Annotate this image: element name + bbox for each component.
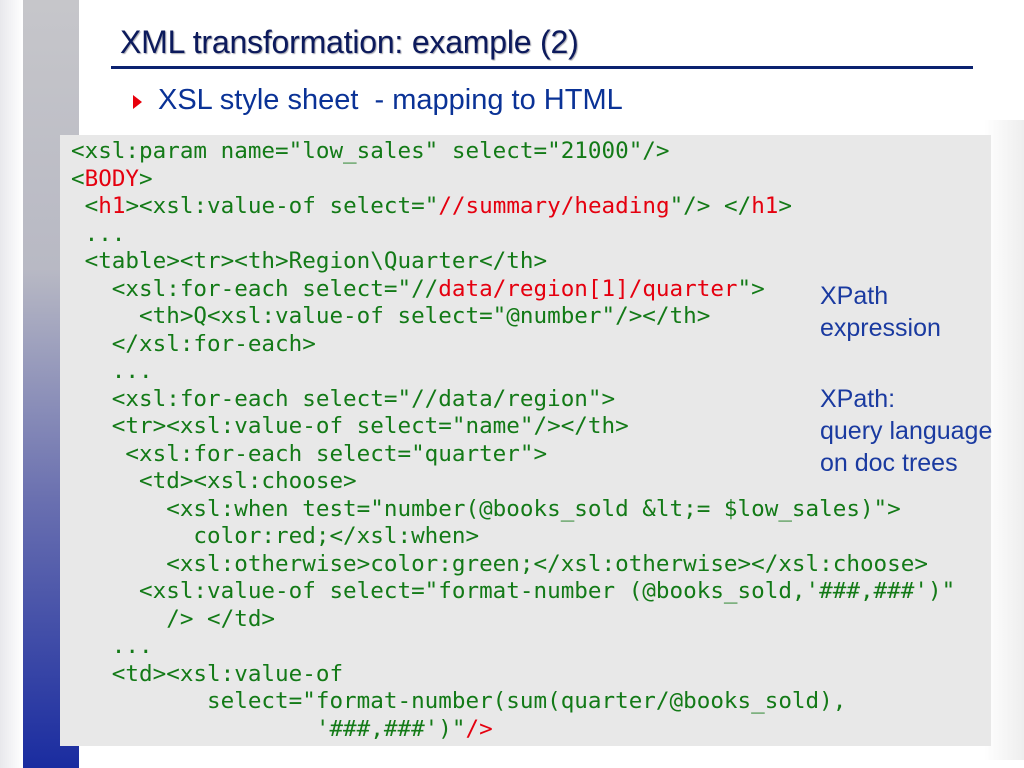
xsl-code: <xsl:param name="low_sales" select="2100… [71,138,955,743]
code-text: <xsl:otherwise>color:green;</xsl:otherwi… [71,550,928,577]
code-text: <xsl:for-each select="//data/region"> [71,385,616,412]
code-text: '###,###')" [71,715,466,742]
code-highlight: BODY [84,165,140,192]
code-line: <th>Q<xsl:value-of select="@number"/></t… [71,303,955,331]
code-line: <xsl:value-of select="format-number (@bo… [71,578,955,606]
left-fade-decoration [0,0,23,768]
code-line: /> </td> [71,606,955,634]
note-line: XPath: [820,385,896,413]
note-xpath-expression: XPath expression [820,280,941,344]
code-line: color:red;</xsl:when> [71,523,955,551]
bullet-text: XSL style sheet - mapping to HTML [158,84,623,116]
code-block: <xsl:param name="low_sales" select="2100… [60,135,991,746]
code-line: <h1><xsl:value-of select="//summary/head… [71,193,955,221]
code-text: <xsl:value-of select="format-number (@bo… [71,578,956,604]
code-line: <td><xsl:choose> [71,468,955,496]
code-text: "/> </ [669,193,752,219]
code-line: ... [71,221,955,249]
code-text: < [71,193,99,219]
note-line: expression [820,314,941,342]
code-line: <xsl:for-each select="//data/region[1]/q… [71,276,955,304]
code-line: '###,###')"/> [71,716,955,744]
code-line: <xsl:for-each select="//data/region"> [71,386,955,414]
slide-title: XML transformation: example (2) [120,24,579,60]
code-line: <xsl:when test="number(@books_sold &lt;=… [71,496,955,524]
code-line: <xsl:param name="low_sales" select="2100… [71,138,955,166]
code-highlight: h1 [751,193,779,219]
code-text: ... [71,220,126,247]
code-highlight: data/region[1]/quarter [438,275,738,302]
note-line: XPath [820,282,889,310]
bullet-triangle-icon [133,95,142,109]
code-text: ... [71,358,153,384]
code-text: <td><xsl:choose> [71,468,357,494]
code-text: <xsl:for-each select="quarter"> [71,440,548,467]
code-text: <tr><xsl:value-of select="name"/></th> [71,413,629,439]
code-line: <xsl:for-each select="quarter"> [71,441,955,469]
code-text: select="format-number(sum(quarter/@books… [71,688,847,714]
code-line: </xsl:for-each> [71,331,955,359]
code-line: select="format-number(sum(quarter/@books… [71,688,955,716]
code-line: ... [71,633,955,661]
note-line: on doc trees [820,449,958,477]
code-line: <BODY> [71,166,955,194]
code-line: <td><xsl:value-of [71,661,955,689]
code-text: </xsl:for-each> [71,330,316,357]
code-text: <xsl:for-each select="// [71,275,439,302]
code-text: color:red;</xsl:when> [71,523,480,549]
code-text: < [71,165,85,192]
code-text: <th>Q<xsl:value-of select="@number"/></t… [71,303,711,329]
title-underline [111,66,973,69]
code-text: <table><tr><th>Region\Quarter</th> [71,248,548,274]
code-line: ... [71,358,955,386]
code-text: <td><xsl:value-of [71,660,344,687]
code-text: /> </td> [71,605,276,632]
code-text: > [139,165,153,192]
code-highlight: h1 [98,193,126,219]
note-xpath-definition: XPath: query language on doc trees [820,383,992,479]
note-line: query language [820,417,993,445]
code-highlight: /> [465,715,493,742]
code-text: <xsl:when test="number(@books_sold &lt;=… [71,495,901,522]
code-text: ... [71,633,153,659]
code-line: <xsl:otherwise>color:green;</xsl:otherwi… [71,551,955,579]
code-text: ><xsl:value-of select=" [125,193,439,219]
code-line: <table><tr><th>Region\Quarter</th> [71,248,955,276]
code-highlight: //summary/heading [438,193,670,219]
code-text: "> [737,275,765,302]
code-line: <tr><xsl:value-of select="name"/></th> [71,413,955,441]
code-text: > [778,193,793,219]
code-text: <xsl:param name="low_sales" select="2100… [71,138,670,164]
